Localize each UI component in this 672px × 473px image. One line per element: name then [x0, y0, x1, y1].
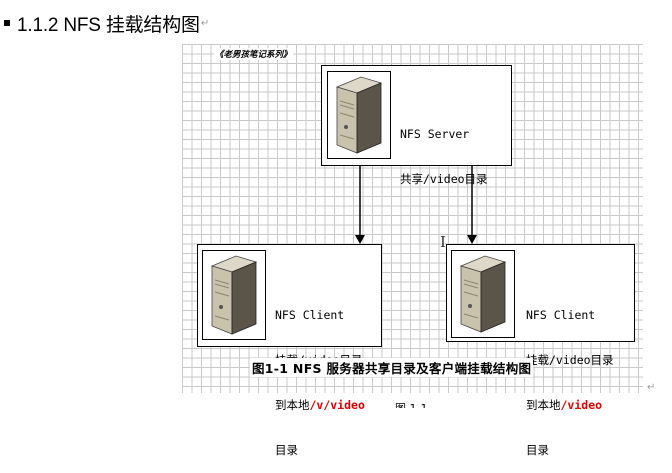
server-title: NFS Server: [400, 127, 470, 141]
client-left-title: NFS Client: [275, 308, 345, 322]
client-right-label: NFS Client 挂载/video目录 到本地/video 目录: [526, 278, 614, 473]
server-share-text: 共享/video目录: [400, 172, 488, 186]
client-left-local-path: /v/video: [309, 398, 365, 412]
bullet-icon: [4, 20, 10, 26]
text-cursor-icon: I: [440, 233, 446, 251]
section-heading-row: 1.1.2 NFS 挂载结构图 ↵: [2, 11, 210, 36]
paragraph-mark-icon: ↵: [200, 17, 210, 29]
server-icon: [202, 250, 266, 340]
series-label: 《老男孩笔记系列》: [214, 48, 293, 60]
figure-caption: 图1-1 NFS 服务器共享目录及客户端挂载结构图: [250, 358, 534, 377]
arrow-server-to-left-client: [355, 165, 365, 244]
below-caption: 图 1-1: [395, 400, 427, 408]
server-icon: [327, 71, 391, 159]
client-right-local-line: 到本地/video: [526, 398, 614, 413]
client-right-dir-text: 目录: [526, 443, 549, 457]
section-heading: 1.1.2 NFS 挂载结构图: [17, 14, 200, 36]
client-right-title: NFS Client: [526, 308, 596, 322]
client-left-local-prefix: 到本地: [275, 398, 310, 412]
client-right-local-path: /video: [560, 398, 603, 412]
client-right-local-prefix: 到本地: [526, 398, 561, 412]
server-label: NFS Server 共享/video目录: [400, 97, 488, 202]
client-right-mount-text: 挂载/video目录: [526, 353, 614, 367]
arrow-server-to-right-client: [467, 165, 477, 244]
server-icon: [451, 250, 515, 338]
paragraph-mark-icon: ↵: [647, 382, 656, 393]
client-left-dir-text: 目录: [275, 443, 298, 457]
client-left-local-line: 到本地/v/video: [275, 398, 365, 413]
